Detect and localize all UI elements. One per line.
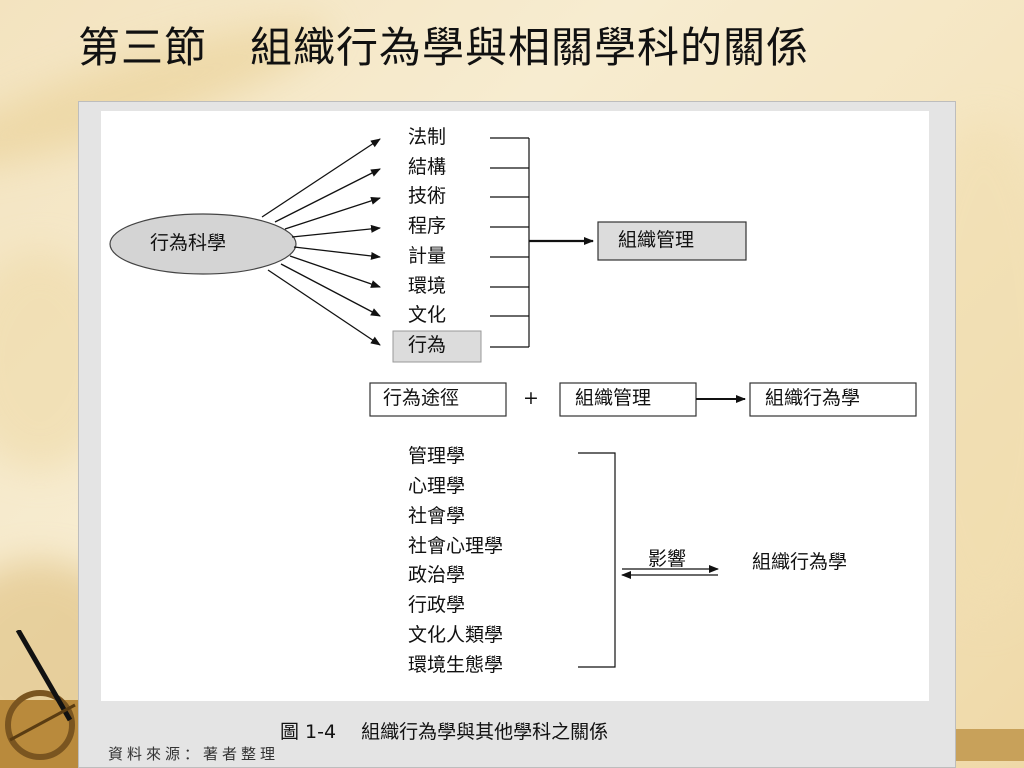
discipline-label: 行政學 — [408, 594, 466, 616]
category-label: 法制 — [408, 126, 447, 148]
page-title: 第三節 組織行為學與相關學科的關係 — [78, 23, 810, 72]
source-note: 資料來源：著者整理 — [108, 745, 280, 763]
influence-target-label: 組織行為學 — [752, 551, 848, 573]
equation-result-box — [749, 382, 917, 417]
category-label: 結構 — [408, 156, 447, 178]
discipline-label: 管理學 — [408, 445, 466, 467]
fan-arrows — [261, 138, 381, 346]
discipline-label: 社會學 — [408, 505, 466, 527]
org-management-label: 組織管理 — [618, 229, 695, 251]
discipline-label: 環境生態學 — [408, 654, 504, 676]
category-label: 技術 — [408, 185, 447, 207]
equation-middle-label: 組織管理 — [575, 387, 652, 409]
discipline-bracket — [578, 452, 616, 668]
equation-plus: + — [523, 387, 539, 409]
discipline-label: 政治學 — [408, 564, 466, 586]
equation-result-label: 組織行為學 — [765, 387, 861, 409]
category-label: 計量 — [408, 245, 447, 267]
discipline-label: 社會心理學 — [408, 535, 504, 557]
decorative-sextant-icon — [0, 630, 80, 768]
behavior-category-box — [392, 330, 482, 363]
equation-left-box — [369, 382, 507, 417]
source-ellipse-label: 行為科學 — [150, 232, 227, 254]
figure-caption: 圖 1-4 組織行為學與其他學科之關係 — [280, 721, 609, 743]
category-label: 環境 — [408, 275, 447, 297]
category-label: 行為 — [408, 334, 447, 356]
category-bracket — [490, 137, 530, 348]
source-ellipse — [109, 213, 297, 275]
decorative-bar — [954, 729, 1024, 761]
org-management-box — [597, 221, 747, 261]
discipline-label: 文化人類學 — [408, 624, 504, 646]
discipline-label: 心理學 — [408, 475, 466, 497]
influence-label: 影響 — [648, 548, 687, 570]
category-label: 文化 — [408, 304, 447, 326]
category-label: 程序 — [408, 215, 447, 237]
equation-left-label: 行為途徑 — [383, 387, 460, 409]
equation-middle-box — [559, 382, 697, 417]
